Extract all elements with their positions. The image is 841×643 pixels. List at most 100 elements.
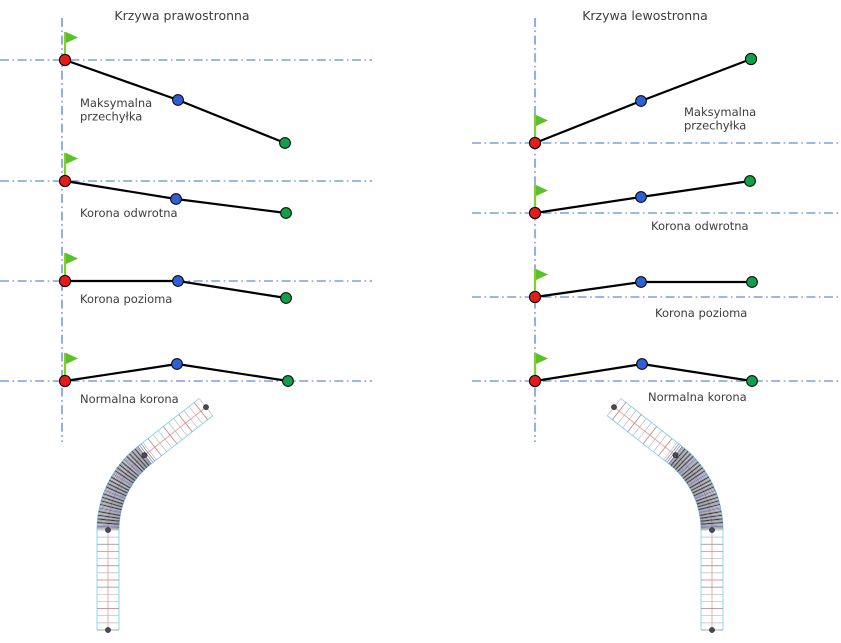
profile-mid-point[interactable]	[172, 94, 184, 106]
track-sleeper	[100, 500, 123, 508]
track-sleeper	[103, 492, 125, 501]
row-label-line: przechyłka	[684, 119, 746, 133]
profile-start-point[interactable]	[528, 206, 542, 220]
alignment-node[interactable]	[203, 404, 209, 411]
track-sleeper	[694, 488, 715, 498]
row-normalna-korona-left: Normalna korona	[0, 351, 372, 406]
track-sleeper	[700, 525, 723, 528]
track-sleeper	[98, 510, 121, 515]
track-sleeper	[700, 518, 723, 522]
track-sleeper	[113, 472, 133, 485]
track-sleeper	[685, 469, 705, 483]
profile-end-point[interactable]	[279, 137, 291, 149]
profile-mid-point[interactable]	[635, 95, 647, 107]
track-sleeper	[637, 422, 652, 441]
track-sleeper	[699, 508, 721, 514]
track-sleeper	[130, 451, 147, 469]
track-sleeper	[97, 519, 120, 523]
track-sleeper	[107, 483, 128, 494]
track-sleeper	[114, 470, 134, 484]
profile-start-point[interactable]	[58, 374, 72, 388]
track-sleeper	[699, 511, 722, 516]
track-sleeper	[678, 457, 696, 474]
panel-title-left: Krzywa prawostronna	[114, 8, 249, 23]
track-sleeper	[700, 517, 723, 521]
alignment-node[interactable]	[105, 527, 111, 533]
profile-end-point[interactable]	[282, 375, 294, 387]
track-sleeper	[188, 406, 203, 425]
profile-start-point[interactable]	[528, 374, 542, 388]
track-sleeper	[101, 499, 123, 507]
track-sleeper	[689, 476, 710, 489]
track-sleeper	[699, 507, 721, 513]
profile-end-point[interactable]	[744, 52, 758, 66]
profile-end-point[interactable]	[744, 175, 756, 187]
alignment-node[interactable]	[611, 404, 617, 411]
track-sleeper	[183, 410, 198, 429]
track-sleeper	[691, 482, 712, 493]
track-sleeper	[125, 456, 143, 473]
track-sleeper	[140, 443, 155, 462]
alignment-node[interactable]	[709, 527, 715, 533]
track-sleeper	[107, 484, 128, 495]
track-sleeper	[116, 468, 135, 482]
track-sleeper	[98, 511, 121, 516]
panel-left-hand-curve: Krzywa lewostronna Maksymalna przechyłka	[472, 8, 841, 442]
track-sleeper	[647, 430, 663, 449]
row-korona-pozioma-left: Korona pozioma	[0, 251, 372, 306]
profile-start-point[interactable]	[58, 274, 72, 288]
row-label-line: Maksymalna	[80, 96, 152, 110]
track-sleeper	[677, 456, 695, 473]
profile-mid-point[interactable]	[635, 191, 647, 203]
profile-mid-point[interactable]	[170, 193, 182, 205]
track-sleeper	[695, 491, 716, 500]
track-sleeper	[98, 513, 121, 518]
track-sleeper	[102, 496, 124, 505]
profile-mid-point[interactable]	[635, 276, 647, 288]
profile-mid-point[interactable]	[636, 358, 648, 370]
profile-start-point[interactable]	[528, 290, 542, 304]
alignment-node[interactable]	[709, 627, 715, 633]
track-centre-line	[613, 406, 713, 630]
profile-mid-point[interactable]	[172, 275, 184, 287]
track-sleeper	[128, 454, 145, 471]
profile-mid-point[interactable]	[171, 358, 183, 370]
track-sleeper	[698, 505, 721, 511]
track-edge-line	[118, 415, 214, 630]
track-plan-right	[606, 398, 724, 633]
track-sleeper	[104, 489, 126, 499]
track-sleeper	[680, 461, 699, 477]
track-sleeper	[108, 480, 129, 492]
profile-start-point[interactable]	[528, 136, 542, 150]
alignment-node[interactable]	[141, 452, 148, 459]
track-sleeper	[693, 487, 715, 498]
track-sleeper	[109, 478, 130, 491]
track-sleeper	[690, 479, 711, 492]
alignment-node[interactable]	[105, 627, 111, 633]
profile-end-point[interactable]	[746, 375, 758, 387]
row-label: Maksymalna przechyłka	[80, 96, 156, 124]
track-sleeper	[684, 466, 703, 481]
track-sleeper	[110, 476, 131, 489]
alignment-node[interactable]	[672, 452, 679, 459]
track-sleeper	[99, 505, 122, 511]
track-sleeper	[100, 501, 123, 509]
profile-start-point[interactable]	[58, 174, 72, 188]
track-sleeper	[142, 442, 157, 461]
track-sleeper	[97, 525, 120, 528]
profile-end-point[interactable]	[280, 207, 292, 219]
track-sleeper	[97, 514, 120, 519]
profile-start-point[interactable]	[58, 53, 72, 67]
track-sleeper	[112, 473, 132, 486]
track-sleeper	[127, 455, 144, 472]
profile-end-point[interactable]	[746, 276, 758, 288]
track-sleeper	[152, 434, 167, 453]
track-sleeper	[653, 434, 668, 453]
row-maksymalna-przechylka-left: Maksymalna przechyłka	[0, 30, 372, 149]
dimension-tick	[178, 414, 193, 433]
track-sleeper	[681, 462, 700, 478]
track-sleeper	[99, 506, 122, 512]
profile-end-point[interactable]	[280, 292, 292, 304]
track-sleeper	[677, 455, 694, 473]
